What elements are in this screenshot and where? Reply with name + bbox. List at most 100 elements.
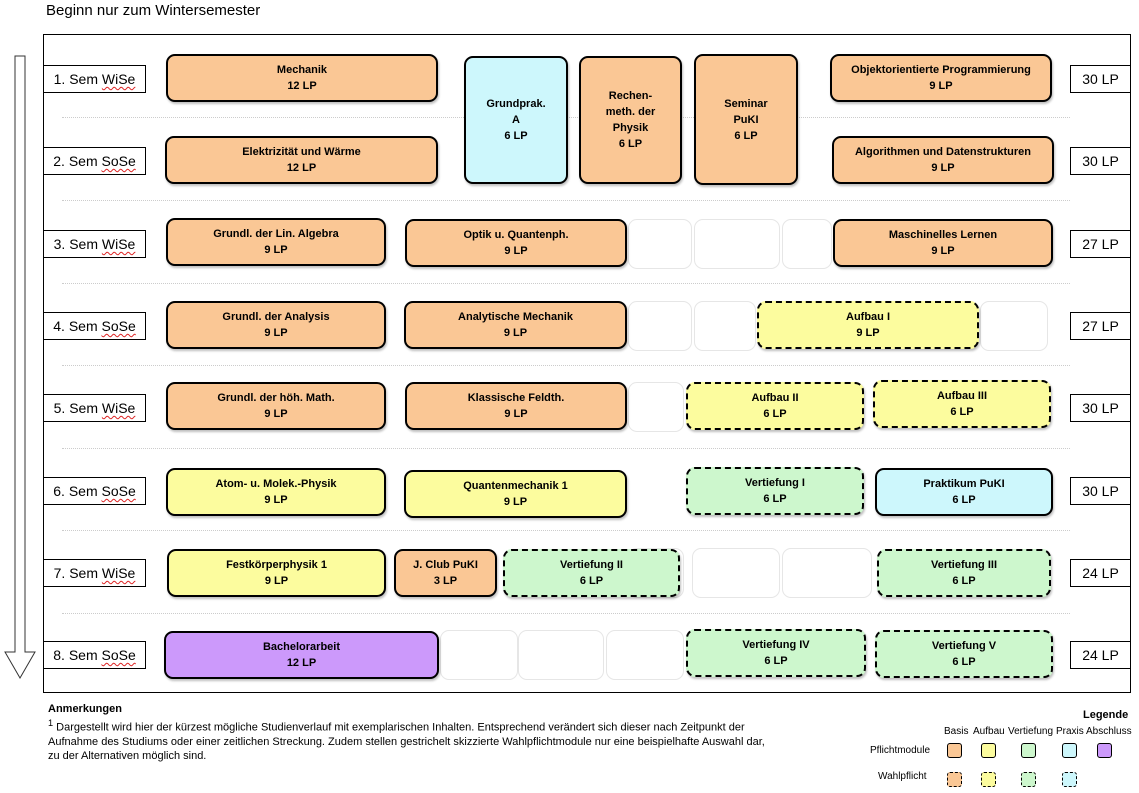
module-vertiefung-1: Vertiefung I 6 LP [686,467,864,515]
module-lp: 9 LP [856,327,880,339]
legend-row-wahl: Wahlpflicht [878,771,927,782]
notes-text: 1 Dargestellt wird hier der kürzest mögl… [48,716,768,763]
module-lp: 12 LP [286,657,317,669]
semester-number: 7. Sem [53,565,102,581]
row-guide [62,530,1070,531]
module-lp: 6 LP [763,408,787,420]
module-lp: 6 LP [952,656,976,668]
module-lp: 6 LP [504,130,528,142]
module-lp: 9 LP [504,245,528,257]
module-title: Grundprak. A [486,98,546,126]
notes-heading: Anmerkungen [48,703,122,715]
module-grundprak-a: Grundprak. A 6 LP [464,56,568,184]
module-lp: 6 LP [579,575,604,587]
empty-slot [694,301,756,351]
module-lp: 9 LP [503,496,528,508]
module-lp: 6 LP [734,129,758,142]
module-lp: 9 LP [931,245,955,257]
legend-swatch-wahl-basis [947,772,962,787]
legend-swatch-wahl-vertiefung [1021,772,1036,787]
semester-number: 4. Sem [53,318,102,334]
module-lp: 9 LP [929,80,953,92]
footnote-mark: 1 [48,718,54,728]
legend-col-basis: Basis [944,726,969,737]
legend-swatch-pflicht-basis [947,743,962,758]
semester-label: 6. Sem SoSe [43,477,146,505]
module-title: Grundl. der höh. Math. [217,392,335,404]
module-aufbau-2: Aufbau II 6 LP [686,382,864,430]
empty-slot [606,630,684,680]
semester-label: 3. Sem WiSe [43,230,146,258]
module-lp: 6 LP [618,138,643,150]
module-title: Algorithmen und Datenstrukturen [854,146,1031,158]
legend-col-abschluss: Abschluss [1086,726,1132,737]
module-lp: 9 LP [264,408,288,420]
module-title: Vertiefung I [745,477,805,489]
row-guide [62,283,1070,284]
empty-slot [782,548,872,598]
semester-label: 5. Sem WiSe [43,394,146,422]
module-jclub: J. Club PuKI 3 LP [394,549,497,597]
module-title: Praktikum PuKI [923,478,1005,490]
empty-slot [628,382,684,432]
module-oop: Objektorientierte Programmierung 9 LP [830,54,1052,102]
module-lp: 12 LP [287,80,317,92]
module-title: Grundl. der Analysis [222,311,330,323]
legend-col-praxis: Praxis [1056,726,1084,737]
empty-slot [694,219,780,269]
legend-swatch-pflicht-aufbau [981,743,996,758]
module-lp: 3 LP [433,575,458,587]
semester-number: 1. Sem [53,71,102,87]
row-guide [62,200,1070,201]
semester-label: 7. Sem WiSe [43,559,146,587]
semester-number: 2. Sem [53,153,102,169]
semester-lp-total: 24 LP [1070,641,1131,669]
module-title: Atom- u. Molek.-Physik [215,478,337,490]
module-title: Mechanik [276,64,328,76]
module-lp: 6 LP [763,493,787,505]
legend-swatch-wahl-praxis [1062,772,1077,787]
semester-term: SoSe [101,153,136,169]
semester-label: 1. Sem WiSe [43,65,146,93]
module-title: Vertiefung III [930,559,997,571]
module-title: Maschinelles Lernen [888,229,998,241]
legend-title: Legende [1083,709,1129,721]
module-lp: 9 LP [264,244,288,256]
row-guide [62,613,1070,614]
module-title: Aufbau II [751,392,799,404]
semester-number: 8. Sem [53,647,102,663]
semester-lp-total: 30 LP [1070,394,1131,422]
module-title: Rechen- meth. der Physik [605,90,656,134]
module-title: Analytische Mechanik [458,311,573,323]
module-title: Grundl. der Lin. Algebra [213,228,339,240]
module-title: Quantenmechanik 1 [463,480,568,492]
semester-term: SoSe [101,318,136,334]
legend-row-pflicht: Pflichtmodule [870,745,931,756]
semester-number: 3. Sem [53,236,102,252]
legend-col-aufbau: Aufbau [973,726,1005,737]
module-title: Objektorientierte Programmierung [851,64,1031,76]
empty-slot [628,301,692,351]
module-ml: Maschinelles Lernen 9 LP [833,219,1053,267]
empty-slot [782,219,832,269]
module-title: Elektrizität und Wärme [242,146,361,158]
legend-swatch-wahl-aufbau [981,772,996,787]
empty-slot [628,219,692,269]
module-lp: 6 LP [950,406,974,418]
module-title: Seminar PuKI [724,97,768,126]
module-lp: 9 LP [264,494,288,506]
module-vertiefung-3: Vertiefung III 6 LP [877,549,1051,597]
module-title: J. Club PuKI [413,559,478,571]
plan-frame [43,34,1131,693]
timeline-arrow-icon [4,55,36,680]
module-hoeh-math: Grundl. der höh. Math. 9 LP [166,382,386,430]
module-lp: 6 LP [952,575,976,587]
